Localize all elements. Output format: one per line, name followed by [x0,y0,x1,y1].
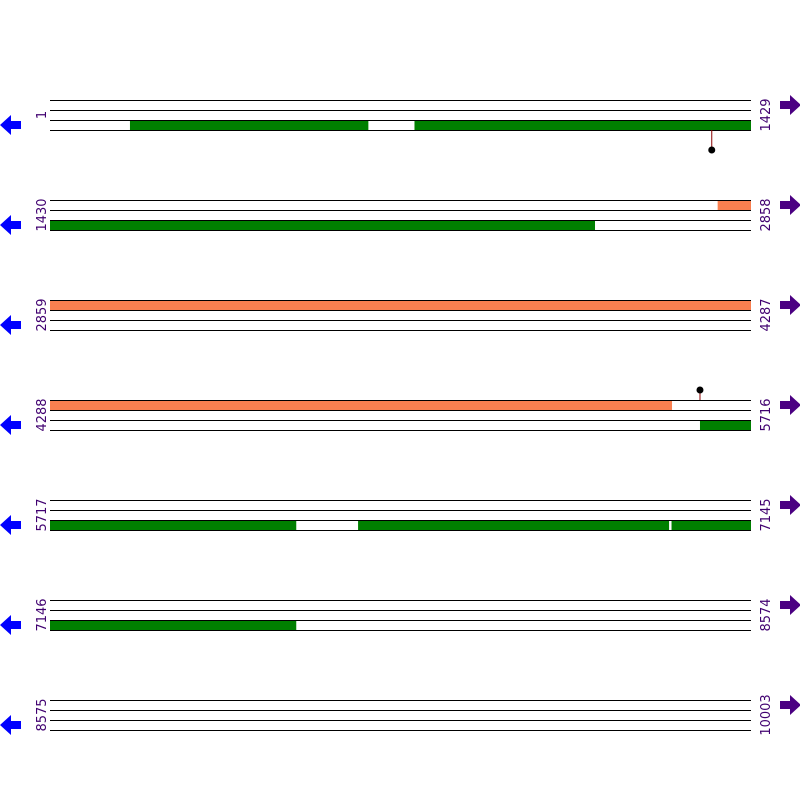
right-arrow-icon[interactable] [780,595,800,615]
right-arrow-icon[interactable] [780,195,800,215]
right-arrow-icon[interactable] [780,395,800,415]
marker-head[interactable] [696,386,704,394]
row-start-label: 5717 [35,498,50,531]
left-arrow-icon[interactable] [0,715,21,735]
forward-feature-block[interactable] [717,200,751,210]
right-arrow-icon[interactable] [780,295,800,315]
reverse-feature-block[interactable] [50,620,297,630]
left-arrow-icon[interactable] [0,415,21,435]
row-start-label: 4288 [35,398,50,431]
row-start-label: 7146 [35,598,50,631]
reverse-feature-block[interactable] [358,520,670,530]
row-start-label: 1 [35,111,50,119]
forward-feature-block[interactable] [50,400,673,410]
left-arrow-icon[interactable] [0,315,21,335]
forward-feature-block[interactable] [50,300,751,310]
right-arrow-icon[interactable] [780,695,800,715]
row-end-label: 2858 [759,198,774,231]
reverse-feature-block[interactable] [129,120,369,130]
left-arrow-icon[interactable] [0,615,21,635]
right-arrow-icon[interactable] [780,495,800,515]
row-end-label: 8574 [759,598,774,631]
reverse-feature-block[interactable] [50,520,297,530]
reverse-feature-block[interactable] [671,520,751,530]
reverse-feature-block[interactable] [699,420,751,430]
row-end-label: 5716 [759,398,774,431]
row-end-label: 4287 [759,298,774,331]
reverse-feature-block[interactable] [414,120,751,130]
row-start-label: 1430 [35,198,50,231]
reverse-feature-block[interactable] [50,220,596,230]
left-arrow-icon[interactable] [0,515,21,535]
row-end-label: 7145 [759,498,774,531]
left-arrow-icon[interactable] [0,215,21,235]
row-start-label: 2859 [35,298,50,331]
row-end-label: 1429 [759,98,774,131]
row-end-label: 10003 [759,694,774,735]
row-start-label: 8575 [35,698,50,731]
marker-head[interactable] [708,146,716,154]
left-arrow-icon[interactable] [0,115,21,135]
right-arrow-icon[interactable] [780,95,800,115]
